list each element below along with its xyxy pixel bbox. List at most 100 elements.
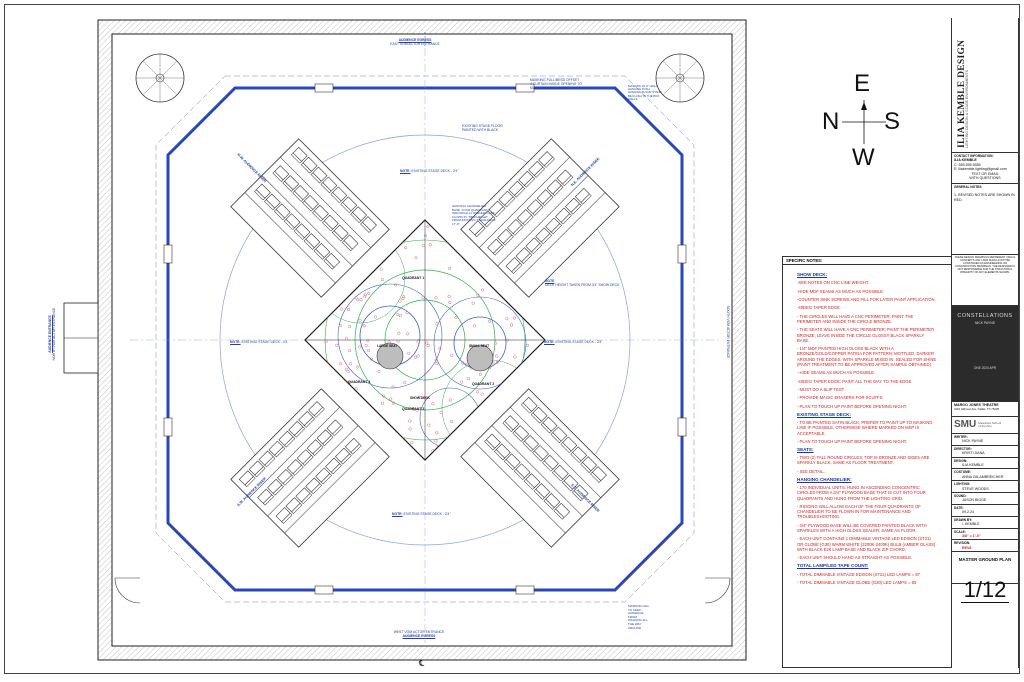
note-right: EXISTING STAGE DECK - 3'4" — [555, 340, 603, 344]
title-field: SOUND:JASON BIGGE — [952, 493, 1018, 505]
lamp-unit — [428, 243, 432, 247]
lamp-unit — [393, 283, 398, 287]
drawing-sheet — [4, 4, 1020, 674]
masking-tr-line3: HANGING FLOOR STAND — [628, 90, 662, 95]
title-block: ILIA KEMBLE DESIGN LIGHTING DESIGN & STA… — [951, 18, 1019, 668]
lamp-unit — [495, 360, 499, 364]
lamp-unit — [454, 316, 458, 320]
contact-name: ILIA KEMBLE — [954, 158, 977, 163]
lamp-unit — [431, 449, 435, 453]
show-poster: CONSTELLATIONS NICK PAYNE ONE 2024 APR — [952, 306, 1018, 402]
notes-line: - THE CIRCLES WILL HAVE A CNC PERIMETER;… — [797, 313, 914, 324]
notes-section-heading: SHOW DECK: — [797, 272, 828, 277]
notes-line: - 170 INDIVIDUAL UNITS; HUNG IN ASCENDIN… — [797, 485, 926, 501]
notes-line: - 1/4" MDF PAINTED HIGH GLOSS BLACK WITH… — [797, 346, 937, 367]
lamp-unit — [460, 380, 464, 384]
lamp-unit — [505, 317, 509, 321]
deck-note-text: DECK HEIGHT TAKEN FROM 3'4" SHOW DECK — [545, 283, 620, 287]
title-field-value: 09.2.24 — [962, 510, 974, 515]
notes-line: - TOTAL DIMMABLE VINTAGE GLOBE (G30) LED… — [797, 580, 917, 586]
masking-top-line3: MASK THEATRE WALLS — [530, 86, 569, 90]
lamp-unit — [367, 291, 371, 295]
left-egress-sub: NORTH VOM ACTOR ENTRANCE — [52, 307, 56, 361]
lamp-unit — [359, 298, 363, 302]
lamp-unit — [475, 390, 480, 394]
contact-note2: WITH QUESTIONS — [969, 176, 1001, 181]
lamp-unit — [410, 440, 414, 445]
lamp-unit — [438, 346, 442, 350]
quadrant-4-label: QUADRANT 4 — [348, 380, 371, 384]
chandelier-line4: FLOWN IN. TRIM HEIGHT — [452, 214, 488, 219]
lamp-unit — [413, 355, 418, 359]
notes-line: - RIGGING WILL ALLOW EACH OF THE FOUR QU… — [797, 504, 921, 520]
compass-west: W — [852, 144, 875, 171]
lamp-unit — [354, 387, 358, 391]
lamp-unit — [478, 372, 482, 376]
title-field: DATE:09.2.24 — [952, 505, 1018, 517]
compass-rose-icon — [842, 100, 886, 144]
lamp-unit — [439, 410, 443, 414]
lamp-unit — [416, 354, 420, 358]
lamp-unit — [414, 256, 418, 260]
general-notes-header: GENERAL NOTES: — [954, 185, 983, 189]
notes-line: - PROVIDE MAGIC ERASERS FOR SCUFFS. — [797, 395, 884, 401]
top-egress-sub: EAST VOM ACTOR ENTRANCE — [390, 42, 440, 46]
right-egress-sub: SOUTH VOM ACTOR ENTRANCE — [726, 305, 730, 359]
compass-north: N — [822, 108, 840, 135]
door-se — [704, 577, 731, 604]
school-sub: Meadows School of the Arts — [978, 420, 1002, 428]
lamp-unit — [364, 344, 368, 348]
notes-line: -COUNTER SINK SCREWS AND FILL FOR LATER … — [797, 296, 936, 302]
note-top-label: NOTE: — [400, 169, 411, 173]
small-seat-label: SMALL SEAT — [469, 344, 490, 348]
door-sw — [114, 577, 141, 604]
lamp-unit — [406, 332, 410, 336]
lamp-unit — [354, 296, 358, 300]
lamp-unit — [404, 246, 408, 250]
lamp-unit — [415, 408, 419, 412]
lamp-unit — [425, 341, 429, 345]
masking-top-line2: 4 CURTAIN INSIDE OPENING TO — [530, 82, 582, 86]
show-author: NICK PAYNE — [974, 321, 996, 326]
lamp-unit — [464, 362, 468, 366]
contact-header: CONTACT INFORMATION: — [954, 154, 994, 158]
masking-br-line5: WALKING ALL — [628, 618, 648, 623]
notes-section-heading: SEATS: — [797, 447, 814, 453]
lamp-unit — [412, 407, 416, 411]
lamp-unit — [423, 234, 427, 238]
theatre-name: MARGO JONES THEATRE — [954, 403, 999, 407]
lamp-unit — [391, 385, 395, 389]
note-top: EXISTING STAGE DECK - 3'4" — [411, 169, 459, 173]
lamp-unit — [431, 402, 435, 406]
masking-tr-line2: HANGING PUSH — [628, 87, 650, 92]
lamp-unit — [363, 295, 367, 299]
notes-line: - EACH UNIT CONTAINS 1 DIMMABLE VINTAGE … — [797, 536, 936, 552]
notes-line: - HIDE SEAMS AS MUCH AS POSSIBLE. — [797, 370, 876, 376]
lamp-unit — [367, 348, 371, 353]
sheet-title: MASTER GROUND PLAN — [952, 552, 1018, 585]
lamp-unit — [381, 394, 385, 398]
lamp-unit — [494, 341, 498, 345]
title-field-value: ILIA KEMBLE — [962, 463, 984, 468]
notes-line: -40DEG TAPER EDGE; PAINT ALL THE WAY TO … — [797, 378, 913, 384]
lamp-unit — [401, 297, 405, 301]
notes-line: - TOTAL DIMMABLE VINTAGE EDISON (ST21) L… — [797, 571, 920, 577]
lamp-unit — [495, 354, 499, 358]
lamp-unit — [480, 392, 484, 396]
notes-line: -HIDE MDF SEAMS AS MUCH AS POSSIBLE. — [797, 288, 885, 294]
title-field-label: DIRECTOR: — [954, 446, 972, 451]
lamp-unit — [396, 339, 400, 343]
title-field-value: REV8 — [962, 545, 972, 550]
logo-area: ILIA KEMBLE DESIGN LIGHTING DESIGN & STA… — [952, 18, 1018, 153]
lamp-unit — [348, 362, 353, 366]
lamp-unit — [380, 278, 385, 282]
notes-section-heading: TOTAL LAMP/LED TAPE COUNT: — [797, 563, 869, 569]
lamp-unit — [408, 419, 412, 423]
notes-line: -SEE NOTES ON CNC LINE WEIGHT. — [797, 280, 870, 286]
lamp-unit — [348, 348, 352, 353]
lamp-unit — [373, 315, 377, 319]
lamp-unit — [435, 431, 439, 435]
lamp-unit — [450, 353, 454, 357]
masking-br-line3: AUDIENCE — [628, 611, 644, 616]
spiral-stair-nw — [135, 53, 185, 103]
